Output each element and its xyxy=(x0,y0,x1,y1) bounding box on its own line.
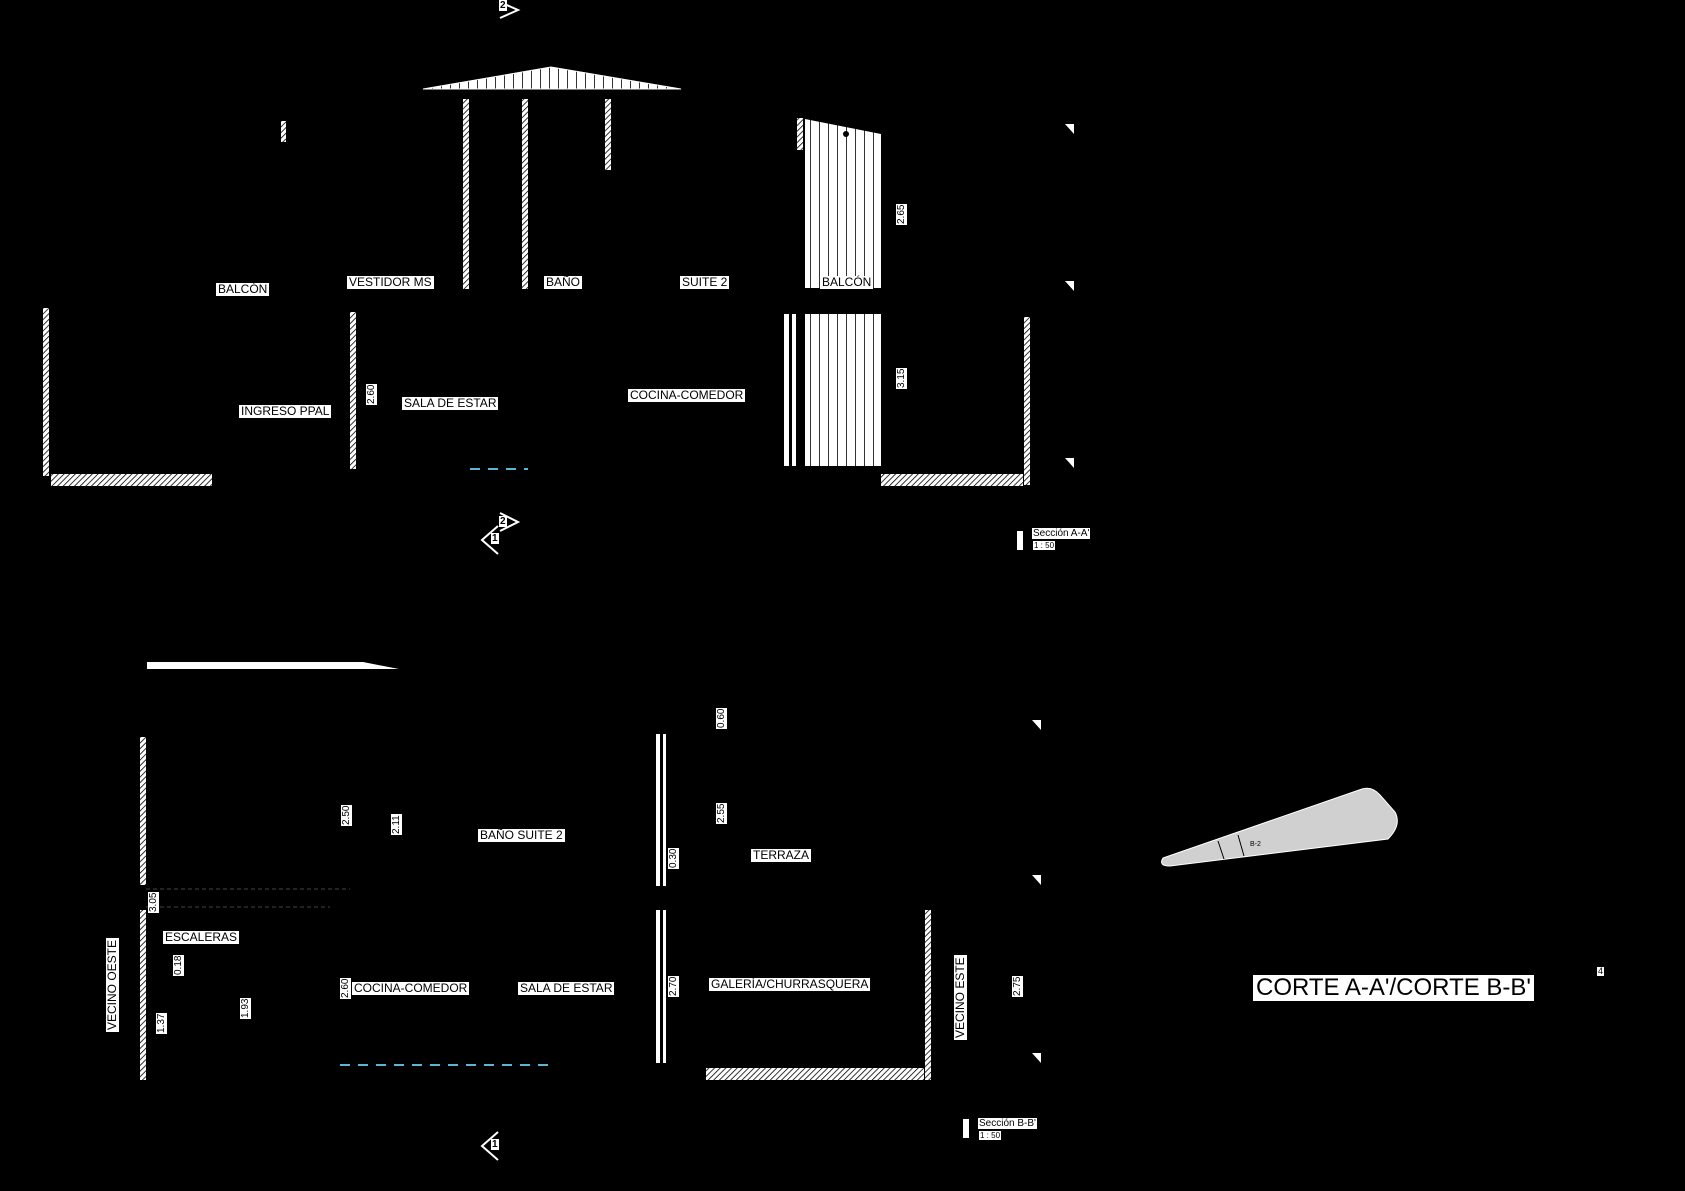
room-terraza: TERRAZA xyxy=(751,848,812,862)
marker-a-bottom-a: 2 xyxy=(499,516,507,527)
section-a-title: Sección A-A' xyxy=(1032,528,1091,539)
wall-b-5 xyxy=(656,910,660,1063)
wall-a-5 xyxy=(797,118,803,150)
dim-b-7: 0.18 xyxy=(173,954,184,976)
wall-b-3 xyxy=(663,734,666,886)
dim-a-3: 3.15 xyxy=(896,367,907,389)
room-ingreso: INGRESO PPAL xyxy=(239,404,332,418)
room-galeria: GALERÍA/CHURRASQUERA xyxy=(709,977,871,991)
slab-a-right xyxy=(881,474,1023,486)
room-cocina-b: COCINA-COMEDOR xyxy=(352,981,470,995)
dim-b-11: 2.70 xyxy=(668,975,679,997)
room-sala-b: SALA DE ESTAR xyxy=(518,981,615,995)
dim-a-1: 2.65 xyxy=(896,203,907,225)
section-a-geometry xyxy=(43,1,1074,555)
room-bano-suite2: BAÑO SUITE 2 xyxy=(478,828,565,842)
wall-a-2 xyxy=(463,99,469,289)
section-b-scale: 1 : 50 xyxy=(979,1131,1002,1140)
room-balcon-left: BALCÓN xyxy=(216,282,270,296)
wall-a-1 xyxy=(281,121,286,142)
sheet-number: 4 xyxy=(1597,966,1605,976)
room-bano: BAÑO xyxy=(544,275,583,289)
wall-b-1 xyxy=(140,737,146,885)
dim-b-1: 0.60 xyxy=(716,707,727,729)
dim-b-9: 1.93 xyxy=(240,997,251,1019)
wall-a-4 xyxy=(605,99,611,170)
marker-b-bottom: 1 xyxy=(491,1139,499,1150)
roof-a xyxy=(422,66,682,90)
section-b-geometry xyxy=(140,662,1041,1161)
section-a-scale: 1 : 50 xyxy=(1033,541,1056,550)
slab-a-left xyxy=(51,474,212,486)
room-cocina-a: COCINA-COMEDOR xyxy=(628,388,746,402)
stair-a xyxy=(805,314,881,466)
wall-a-8 xyxy=(784,314,789,466)
dim-b-2: 2.50 xyxy=(341,804,352,826)
roof-b xyxy=(147,662,399,669)
room-balcon-right: BALCÓN xyxy=(820,275,874,289)
room-escaleras: ESCALERAS xyxy=(163,930,240,944)
wall-a-7 xyxy=(350,312,356,469)
room-vestidor: VESTIDOR MS xyxy=(347,275,434,289)
dim-b-8: 1.37 xyxy=(156,1012,167,1034)
wall-a-6 xyxy=(43,308,49,476)
dim-b-5: 0.30 xyxy=(668,847,679,869)
wall-a-9 xyxy=(792,314,796,466)
wall-b-4 xyxy=(140,910,146,1080)
dim-b-4: 2.55 xyxy=(716,802,727,824)
room-sala-a: SALA DE ESTAR xyxy=(402,396,499,410)
dim-b-6: 3.05 xyxy=(148,891,159,913)
marker-a-top: 2 xyxy=(499,0,507,11)
dim-b-10: 2.60 xyxy=(340,977,351,999)
wall-b-2 xyxy=(656,734,660,886)
key-plan: B-2 xyxy=(1161,787,1398,867)
slab-b xyxy=(706,1068,924,1080)
sheet-title: CORTE A-A'/CORTE B-B' xyxy=(1253,975,1534,1001)
marker-a-bottom-b: 1 xyxy=(491,533,499,544)
wall-b-7 xyxy=(925,910,931,1080)
vecino-este-label: VECINO ESTE xyxy=(953,955,967,1040)
room-suite2: SUITE 2 xyxy=(680,275,730,289)
wall-a-10 xyxy=(1024,317,1030,485)
dim-b-12: 2.75 xyxy=(1012,975,1023,997)
dim-a-2: 2.60 xyxy=(366,383,377,405)
wall-a-3 xyxy=(522,99,528,289)
svg-text:B-2: B-2 xyxy=(1250,841,1261,848)
balcony-top xyxy=(805,119,881,288)
vecino-oeste-label: VECINO OESTE xyxy=(105,937,119,1032)
wall-b-6 xyxy=(663,910,666,1063)
dim-b-3: 2.11 xyxy=(391,814,402,835)
section-b-title: Sección B-B' xyxy=(978,1118,1037,1129)
